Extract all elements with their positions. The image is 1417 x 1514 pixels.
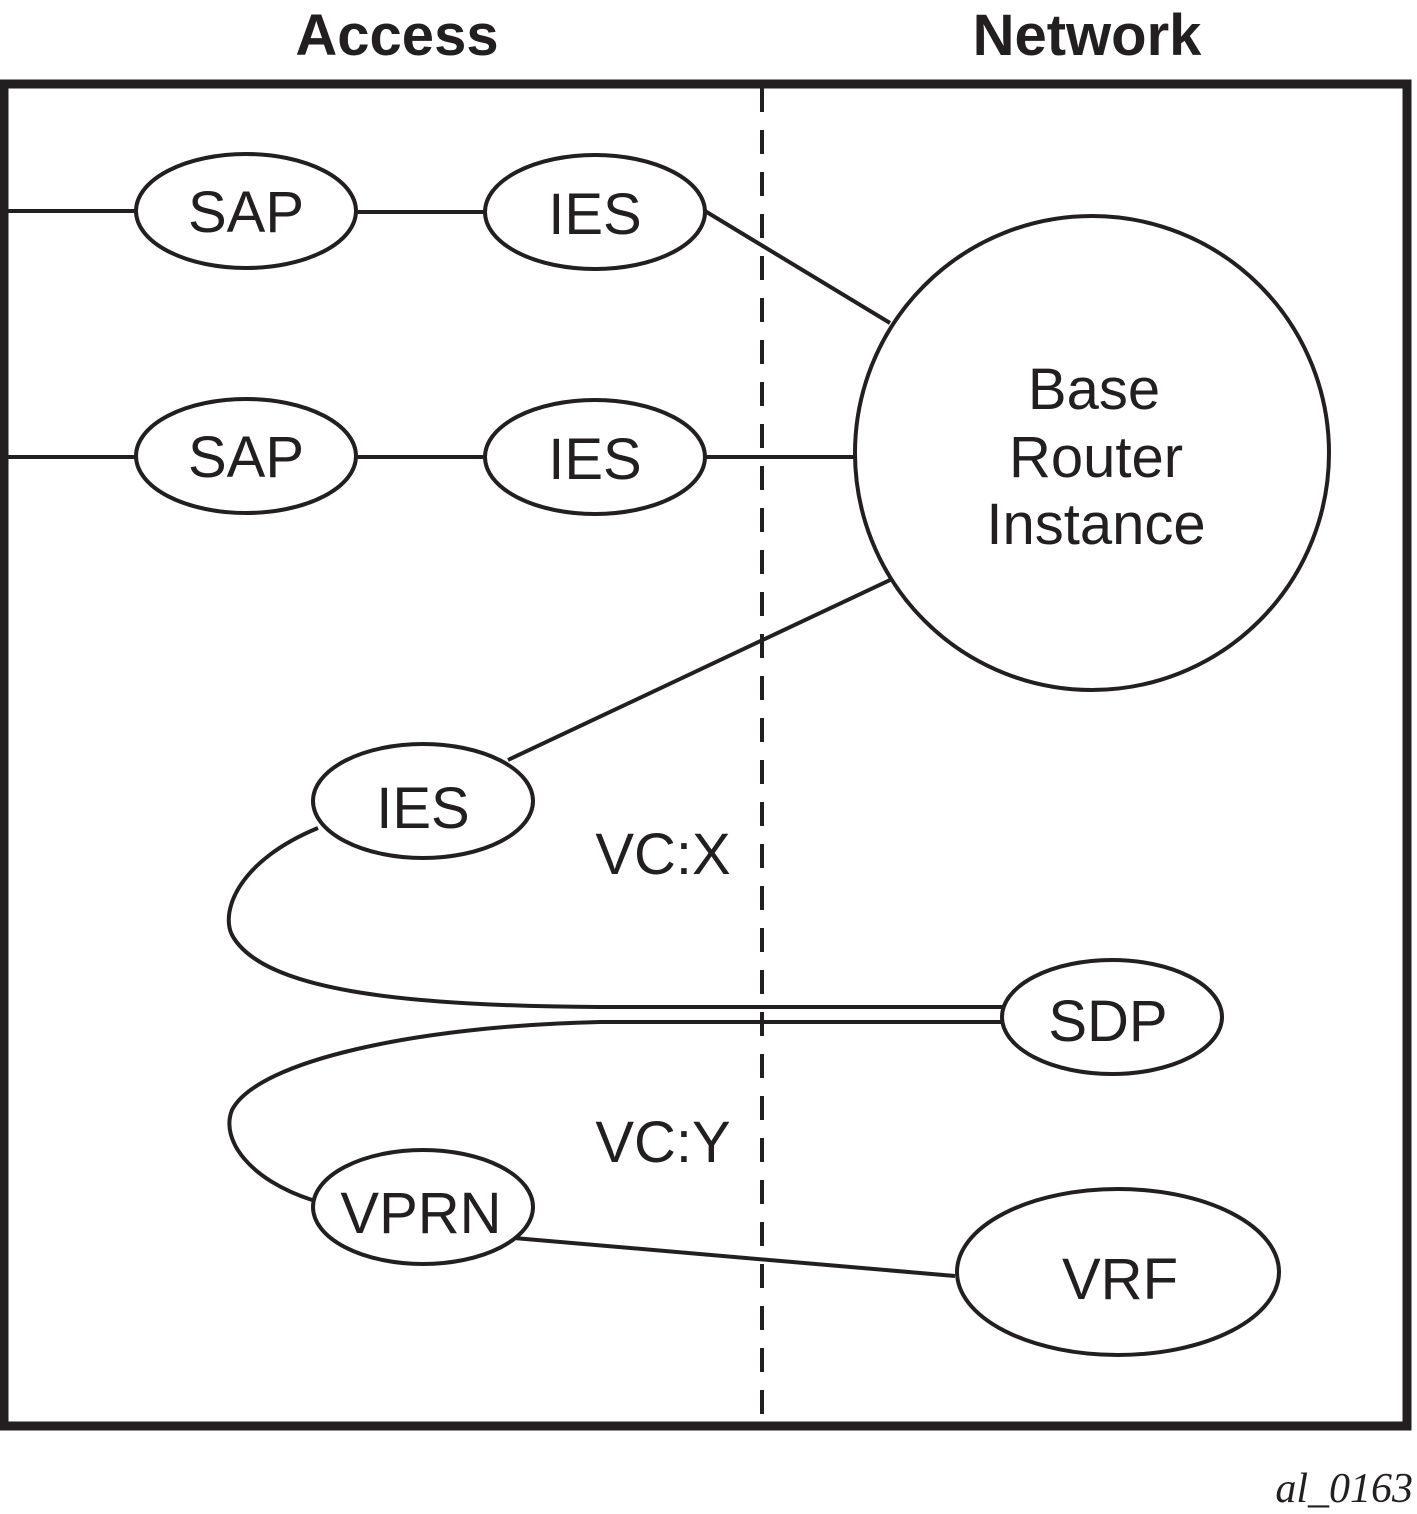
base-router-label-line-3: Instance — [986, 492, 1205, 557]
node-vrf[interactable]: VRF — [955, 1187, 1281, 1357]
node-sap-2[interactable]: SAP — [134, 397, 358, 515]
link-vc-y-sdp-vprn — [227, 1020, 1003, 1202]
base-router-shape — [853, 214, 1331, 692]
link-ies-3-base-router — [507, 578, 891, 762]
vrf-label: VRF — [1062, 1247, 1178, 1312]
sap-2-shape — [134, 397, 358, 515]
sdp-label: SDP — [1048, 989, 1167, 1054]
node-sap-1[interactable]: SAP — [134, 152, 358, 270]
node-vprn[interactable]: VPRN — [311, 1148, 535, 1266]
ies-3-label: IES — [376, 776, 470, 841]
sdp-shape — [1000, 958, 1224, 1076]
ies-1-shape — [483, 153, 707, 271]
base-router-label-line-2: Router — [1009, 425, 1183, 490]
node-sdp[interactable]: SDP — [1000, 958, 1224, 1076]
network-header: Network — [973, 3, 1203, 68]
ies-1-label: IES — [548, 182, 642, 247]
vprn-label: VPRN — [340, 1181, 501, 1246]
ies-2-label: IES — [548, 427, 642, 492]
vprn-shape — [311, 1148, 535, 1266]
vc-x-label: VC:X — [595, 822, 730, 887]
ies-2-shape — [483, 398, 707, 516]
figure-id: al_0163 — [1275, 1466, 1413, 1512]
link-vprn-vrf — [513, 1236, 956, 1278]
sap-2-label: SAP — [188, 425, 304, 490]
ies-3-shape — [311, 742, 535, 860]
vc-y-label: VC:Y — [595, 1110, 730, 1175]
base-router-label-line-1: Base — [1028, 357, 1160, 422]
link-vc-x-ies-3-sdp — [226, 826, 1003, 1009]
vrf-shape — [955, 1187, 1281, 1357]
node-ies-1[interactable]: IES — [483, 153, 707, 271]
sap-1-shape — [134, 152, 358, 270]
link-ies-1-base-router — [703, 209, 892, 325]
access-header: Access — [295, 3, 498, 68]
node-base-router-instance[interactable]: Base Router Instance — [853, 214, 1331, 692]
sap-1-label: SAP — [188, 180, 304, 245]
node-ies-2[interactable]: IES — [483, 398, 707, 516]
node-ies-3[interactable]: IES — [311, 742, 535, 860]
diagram-frame — [0, 79, 1412, 1431]
